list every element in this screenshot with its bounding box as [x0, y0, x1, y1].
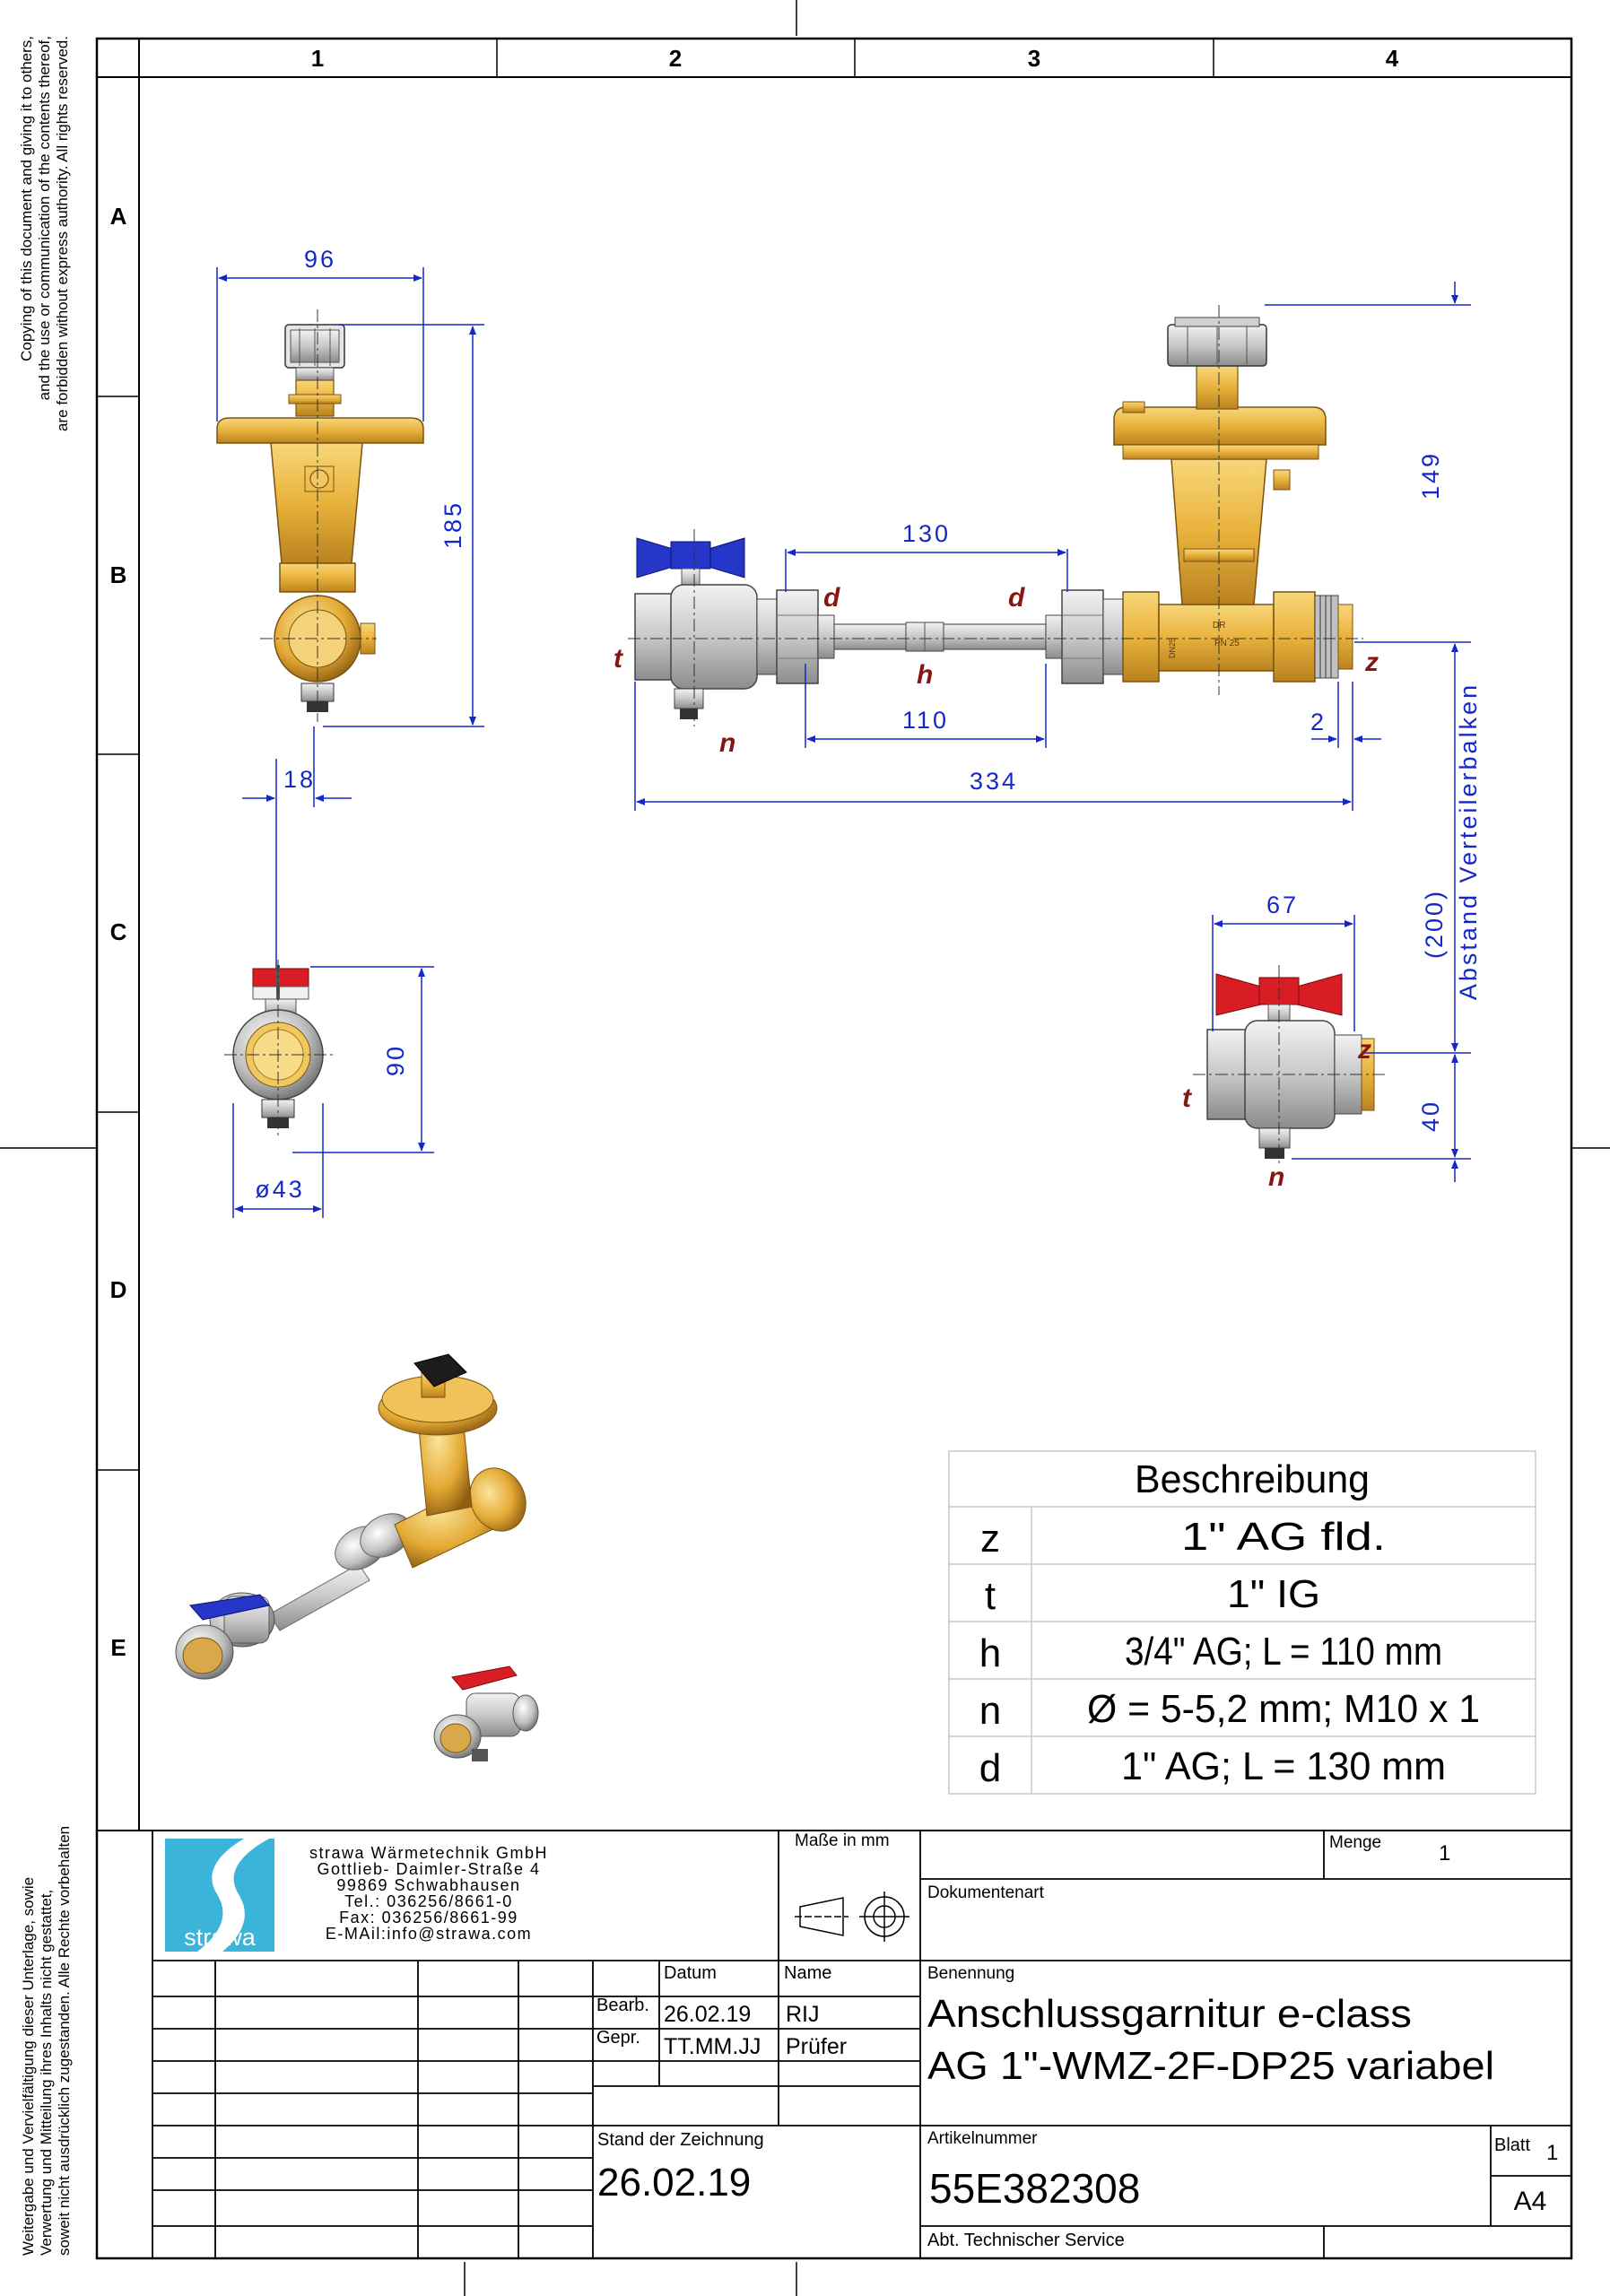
label-n-small: n: [1268, 1162, 1284, 1192]
label-h: h: [917, 660, 933, 690]
datum-label: Datum: [664, 1963, 717, 1983]
marking-pn: PN 25: [1214, 639, 1240, 648]
title-block: [152, 1831, 1571, 2258]
stand-label: Stand der Zeichnung: [597, 2130, 764, 2150]
grid-row-e: E: [110, 1634, 126, 1661]
label-t-main: t: [614, 644, 624, 674]
bearb-datum: 26.02.19: [664, 2002, 751, 2027]
desc-value-h: 3/4" AG; L = 110 mm: [1125, 1630, 1442, 1674]
dim-43: ø43: [255, 1176, 305, 1203]
desc-key-n: n: [979, 1689, 1001, 1733]
grid-row-a: A: [110, 203, 127, 230]
company-line-1: strawa Wärmetechnik GmbH: [309, 1844, 548, 1862]
label-d-right: d: [1008, 583, 1025, 613]
masse-label: Maße in mm: [795, 1831, 890, 1850]
benennung-line-2: AG 1"-WMZ-2F-DP25 variabel: [927, 2044, 1494, 2088]
benennung-line-1: Anschlussgarnitur e-class: [927, 1992, 1412, 2036]
company-line-5: Fax: 036256/8661-99: [339, 1909, 518, 1926]
label-d-left: d: [823, 583, 840, 613]
front-view-ball-valve: [1193, 965, 1388, 1166]
company-line-6: E-MAil:info@strawa.com: [326, 1925, 532, 1943]
gepr-datum: TT.MM.JJ: [664, 2034, 761, 2059]
desc-value-z: 1" AG fld.: [1181, 1515, 1386, 1559]
artikel-label: Artikelnummer: [927, 2129, 1038, 2148]
dim-18: 18: [283, 766, 316, 793]
strawa-logo: strawa: [165, 1839, 274, 1952]
dim-40: 40: [1417, 1100, 1444, 1132]
bearb-name: RIJ: [786, 2002, 820, 2027]
grid-row-b: B: [110, 561, 127, 588]
assembly-3d-render: [175, 1353, 539, 1761]
dim-2: 2: [1310, 709, 1327, 735]
dim-90: 90: [382, 1044, 409, 1076]
grid-row-d: D: [110, 1276, 127, 1303]
dim-185: 185: [439, 500, 466, 549]
artikel-value: 55E382308: [929, 2165, 1140, 2212]
menge-label: Menge: [1329, 1833, 1381, 1852]
front-view-assembly: DN25 DR PN 25: [628, 305, 1363, 726]
description-header: Beschreibung: [1135, 1457, 1370, 1501]
label-z-main: z: [1364, 648, 1379, 677]
projection-symbol-icon: [795, 1892, 909, 1942]
label-t-small: t: [1182, 1083, 1193, 1113]
desc-value-n: Ø = 5-5,2 mm; M10 x 1: [1087, 1687, 1480, 1731]
marking-dn: DN25: [1168, 638, 1177, 658]
desc-value-t: 1" IG: [1227, 1572, 1320, 1616]
dim-67: 67: [1266, 891, 1299, 918]
desc-key-z: z: [980, 1517, 1000, 1561]
dim-130: 130: [902, 520, 951, 547]
dim-96: 96: [304, 246, 336, 273]
label-z-small: z: [1357, 1035, 1371, 1065]
dim-200: (200): [1421, 889, 1448, 959]
blatt-label: Blatt: [1494, 2135, 1530, 2155]
desc-key-d: d: [979, 1746, 1001, 1790]
dim-149: 149: [1417, 451, 1444, 500]
menge-value: 1: [1439, 1841, 1450, 1866]
desc-key-t: t: [985, 1574, 996, 1618]
grid-row-c: C: [110, 918, 127, 945]
dim-110: 110: [902, 707, 949, 734]
company-line-2: Gottlieb- Daimler-Straße 4: [317, 1860, 540, 1878]
grid-col-4: 4: [1386, 45, 1399, 72]
logo-text: strawa: [184, 1924, 257, 1951]
desc-value-d: 1" AG; L = 130 mm: [1121, 1744, 1446, 1788]
marking-dr: DR: [1213, 621, 1225, 631]
label-n-main: n: [719, 728, 735, 758]
grid-col-3: 3: [1028, 45, 1040, 72]
stand-value: 26.02.19: [597, 2161, 751, 2205]
dim-334: 334: [970, 768, 1018, 795]
blatt-value: 1: [1546, 2141, 1558, 2165]
grid-col-2: 2: [669, 45, 682, 72]
format-value: A4: [1514, 2187, 1547, 2216]
benennung-label: Benennung: [927, 1964, 1014, 1983]
dim-abstand: Abstand Verteilerbalken: [1455, 683, 1482, 1000]
gepr-name: Prüfer: [786, 2034, 847, 2059]
company-line-4: Tel.: 036256/8661-0: [344, 1892, 513, 1910]
bearb-label: Bearb.: [596, 1996, 649, 2015]
grid-col-1: 1: [311, 45, 324, 72]
side-view-ball-valve: [224, 960, 334, 1139]
dokumentenart-label: Dokumentenart: [927, 1883, 1045, 1902]
description-table: [948, 1450, 1536, 1795]
company-line-3: 99869 Schwabhausen: [336, 1876, 520, 1894]
desc-key-h: h: [979, 1631, 1001, 1675]
abteilung: Abt. Technischer Service: [927, 2231, 1125, 2250]
side-view-valve: [216, 309, 424, 722]
name-label: Name: [784, 1963, 831, 1983]
gepr-label: Gepr.: [596, 2028, 640, 2048]
